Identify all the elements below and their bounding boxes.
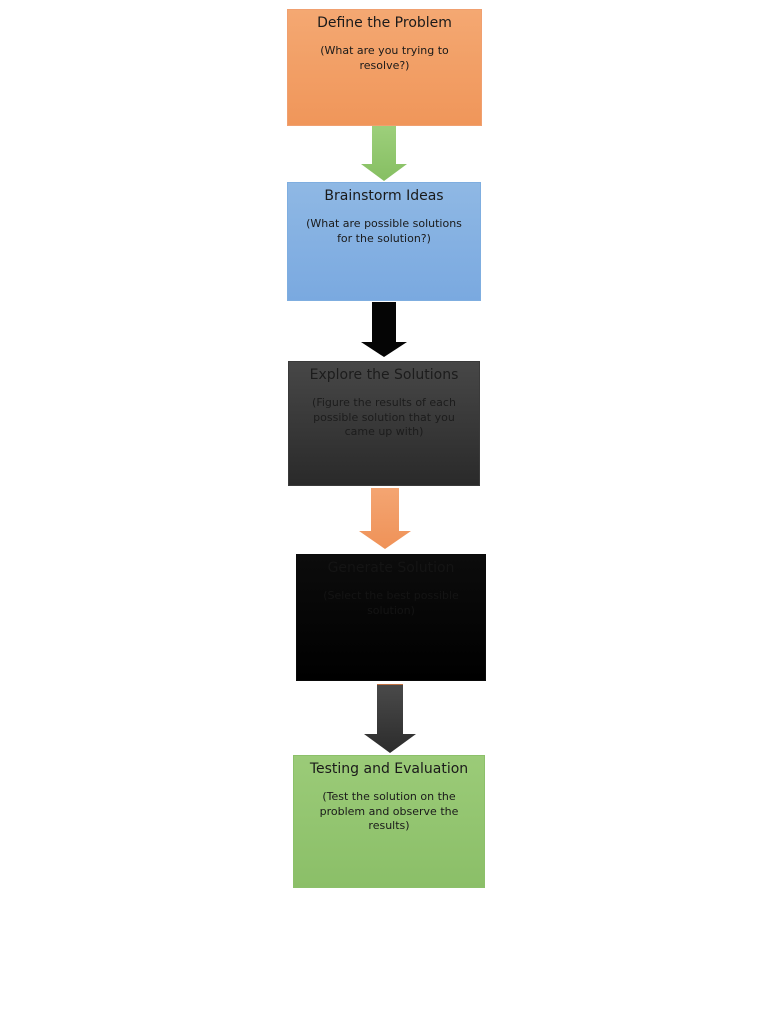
down-arrow-icon [359,488,411,549]
step-define-problem: Define the Problem (What are you trying … [287,9,482,126]
step-title: Brainstorm Ideas [324,188,444,204]
down-arrow-icon [361,126,407,181]
step-title: Define the Problem [317,15,452,31]
down-arrow-icon [364,684,416,753]
step-testing-evaluation: Testing and Evaluation (Test the solutio… [293,755,485,888]
step-description: (Figure the results of each possible sol… [312,396,456,438]
step-title: Explore the Solutions [309,367,459,383]
step-description: (Test the solution on the problem and ob… [319,790,459,832]
step-title: Testing and Evaluation [309,761,469,777]
step-description: (What are you trying to resolve?) [320,44,449,72]
step-brainstorm-ideas: Brainstorm Ideas (What are possible solu… [287,182,481,301]
step-description: (What are possible solutions for the sol… [306,217,462,245]
step-title: Generate Solution [327,560,455,576]
step-explore-solutions: Explore the Solutions (Figure the result… [288,361,480,486]
step-description: (Select the best possible solution) [323,589,459,617]
down-arrow-icon [361,302,407,357]
step-generate-solution: Generate Solution (Select the best possi… [296,554,486,681]
